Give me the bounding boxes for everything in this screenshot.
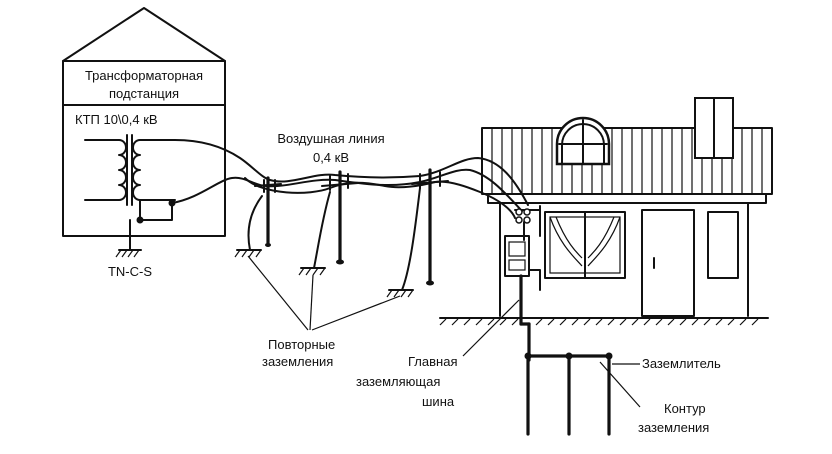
pole-2 <box>321 170 359 265</box>
house-door <box>641 209 695 317</box>
main-bus-pointer <box>462 299 520 357</box>
side-window <box>707 211 739 279</box>
ground-loop-label-line1: Контур <box>664 401 706 416</box>
transformer-substation: Трансформаторная подстанция КТП 10\0,4 к… <box>62 7 226 237</box>
service-entrance <box>514 205 541 241</box>
main-bus-label-line1: Главная <box>408 354 457 369</box>
overhead-line-label-line2: 0,4 кВ <box>313 150 349 165</box>
repeat-grounding-1 <box>234 195 263 258</box>
ground-hatch <box>439 318 759 326</box>
main-bus-label-line3: шина <box>422 394 455 409</box>
chimney <box>694 97 734 159</box>
ground-symbol-icon <box>115 249 142 258</box>
repeat-grounding-label-line1: Повторные <box>268 337 335 352</box>
pole-1 <box>254 176 282 247</box>
ground-electrode-label: Заземлитель <box>642 356 721 371</box>
substation-title-line2: подстанция <box>109 86 179 101</box>
roof-siding <box>491 128 763 194</box>
repeat-grounding-2 <box>298 191 331 276</box>
overhead-line-label-line1: Воздушная линия <box>277 131 384 146</box>
transformer-symbol-icon <box>84 134 176 251</box>
pole-3 <box>411 168 449 286</box>
main-bus-label-line2: заземляющая <box>356 374 440 389</box>
distribution-panel <box>504 235 541 291</box>
house <box>439 97 773 326</box>
house-window <box>544 211 626 279</box>
repeat-grounding-3 <box>386 187 421 298</box>
attic-window <box>555 116 611 166</box>
substation-title-line1: Трансформаторная <box>85 68 203 83</box>
ground-electrode-loop <box>524 352 613 436</box>
repeat-grounding-pointers <box>247 255 401 331</box>
repeat-grounding-label-line2: заземления <box>262 354 333 369</box>
ground-loop-label-line2: заземления <box>638 420 709 435</box>
ground-loop-pointer <box>599 361 641 408</box>
grounding-system-label: TN-C-S <box>108 264 152 279</box>
substation-model: КТП 10\0,4 кВ <box>75 112 158 127</box>
